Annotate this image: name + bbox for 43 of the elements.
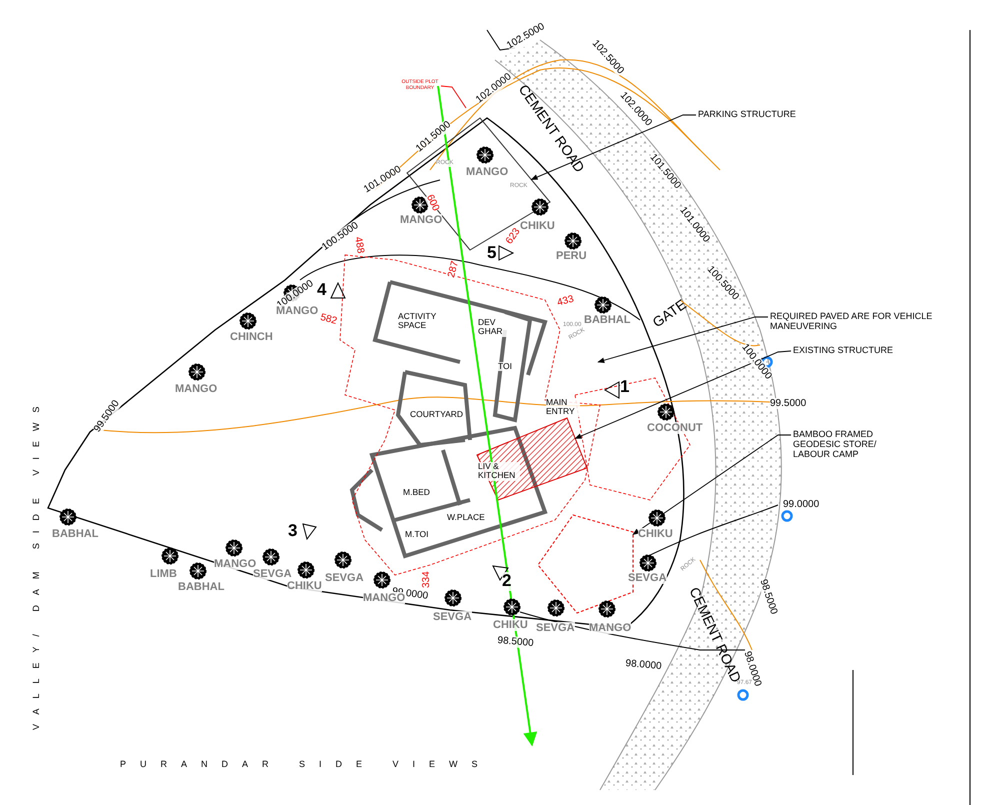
side-view-label: PURANDAR SIDE VIEWS [120, 760, 492, 770]
tree-name: COCONUT [647, 422, 703, 434]
tree-name: MANGO [214, 558, 256, 570]
room-label: MAIN ENTRY [546, 398, 580, 417]
callout-text: PARKING STRUCTURE [698, 110, 818, 120]
room-label: LIV & KITCHEN [478, 462, 520, 481]
dimension-value: 334 [421, 571, 432, 588]
leader-line [597, 316, 768, 363]
room-label: COURTYARD [410, 410, 464, 420]
tree-name: SEVGA [433, 611, 472, 624]
leader-line [632, 434, 792, 535]
tree-name: SEVGA [253, 568, 292, 580]
leader-line [530, 114, 696, 180]
callout-text: BAMBOO FRAMED GEODESIC STORE/ LABOUR CAMP [793, 430, 883, 460]
callout-text: EXISTING STRUCTURE [793, 346, 913, 356]
contour-level: 98.5000 [497, 635, 534, 650]
side-view-label: VALLEY/ DAM SIDE VIEWS [32, 396, 42, 730]
leader-line [440, 86, 466, 108]
dimension-value: 582 [319, 312, 338, 327]
view-number: 2 [502, 572, 512, 591]
room-label: M.BED [403, 488, 430, 498]
room-label: TOI [498, 362, 512, 372]
contour-level: 99.5000 [770, 398, 806, 409]
room-label: W.PLACE [447, 513, 485, 522]
tree-name: MANGO [589, 622, 632, 634]
tree-name: CHIKU [287, 580, 322, 592]
tree-name: SEVGA [628, 572, 667, 584]
tree-name: MANGO [175, 383, 218, 396]
tree-name: SEVGA [536, 622, 575, 634]
callout-text: REQUIRED PAVED ARE FOR VEHICLE MANEUVERING [770, 312, 955, 332]
tree-name: CHIKU [638, 528, 673, 540]
tree-name: MANGO [400, 214, 442, 226]
contour-level: 99.0000 [783, 499, 820, 510]
tree-name: MANGO [466, 166, 508, 178]
tree-name: CHIKU [493, 619, 528, 632]
tree-name: CHIKU [520, 220, 555, 232]
room-label: DEV GHAR [478, 318, 510, 337]
tree-name: CHINCH [230, 331, 273, 344]
room-label: M.TOI [405, 530, 428, 540]
tree-name: MANGO [276, 305, 318, 318]
tree-name: SEVGA [325, 572, 364, 584]
tree-name: PERU [556, 250, 587, 262]
leader-line [574, 350, 792, 439]
